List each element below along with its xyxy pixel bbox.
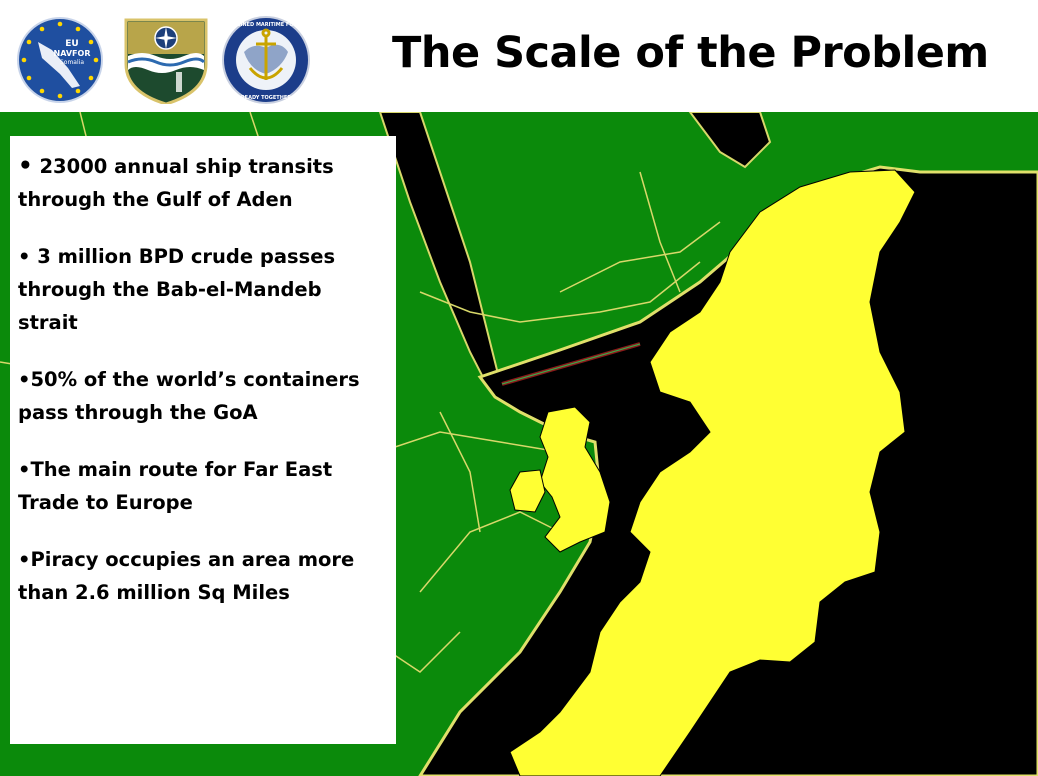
bullet-marker: • xyxy=(18,458,31,481)
region-map xyxy=(0,112,1038,776)
anchor-icon xyxy=(248,28,284,80)
eu-stars-icon xyxy=(21,21,99,99)
combined-maritime-forces-logo: COMBINED MARITIME FORCES READY TOGETHER xyxy=(222,16,310,104)
eu-navfor-somalia-logo: EU NAVFOR Somalia xyxy=(17,17,103,103)
bullet-text: 3 million BPD crude passes through the B… xyxy=(18,245,336,334)
europe-overlay xyxy=(509,169,916,776)
slide-header: EU NAVFOR Somalia COMBINED MARIT xyxy=(0,0,1038,112)
bullet-marker: • xyxy=(18,548,31,571)
persian-gulf xyxy=(688,112,772,169)
page-title: The Scale of the Problem xyxy=(392,28,989,78)
nato-shield-logo xyxy=(124,18,208,104)
bullet-marker: • xyxy=(18,368,31,391)
bullet-marker: • xyxy=(18,245,31,268)
bullet-ship-transits: • 23000 annual ship transits through the… xyxy=(18,150,388,216)
bullet-text: Piracy occupies an area more than 2.6 mi… xyxy=(18,548,355,604)
great-britain-overlay xyxy=(539,406,611,553)
logo-navfor-line: NAVFOR xyxy=(54,49,91,58)
logo-somalia-line: Somalia xyxy=(60,59,84,66)
ireland-overlay xyxy=(509,469,546,513)
bullet-text: 23000 annual ship transits through the G… xyxy=(18,155,334,211)
logo-cmf-bottom-text: READY TOGETHER xyxy=(241,95,291,101)
bullet-text-box: • 23000 annual ship transits through the… xyxy=(10,136,396,744)
bullet-text: The main route for Far East Trade to Eur… xyxy=(18,458,333,514)
logo-strip: EU NAVFOR Somalia COMBINED MARIT xyxy=(17,16,310,104)
bullet-text: 50% of the world’s containers pass throu… xyxy=(18,368,360,424)
bullet-marker: • xyxy=(18,153,33,179)
shipping-route-highlight xyxy=(501,343,641,385)
bullet-piracy-area: •Piracy occupies an area more than 2.6 m… xyxy=(18,543,388,609)
bullet-crude-oil: • 3 million BPD crude passes through the… xyxy=(18,240,388,339)
bullet-containers: •50% of the world’s containers pass thro… xyxy=(18,363,388,429)
logo-cmf-top-text: COMBINED MARITIME FORCES xyxy=(224,22,309,28)
logo-eu-line: EU xyxy=(65,39,78,49)
bullet-trade-route: •The main route for Far East Trade to Eu… xyxy=(18,453,388,519)
